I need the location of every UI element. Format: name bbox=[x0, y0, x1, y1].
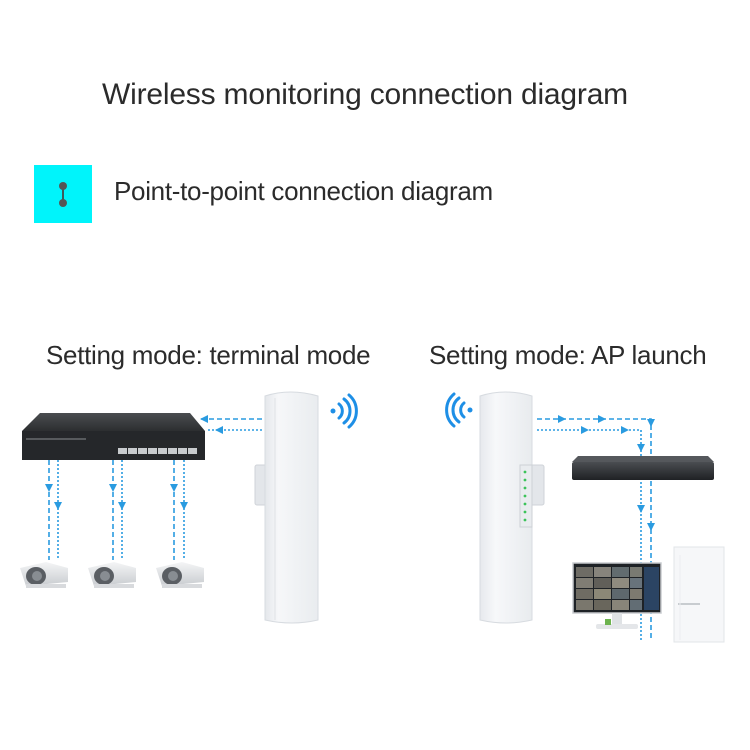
monitor bbox=[572, 562, 662, 629]
mode-label-terminal: Setting mode: terminal mode bbox=[46, 340, 371, 370]
cpe-bridge-ap bbox=[479, 391, 545, 624]
ip-camera bbox=[20, 562, 68, 588]
nvr-recorder bbox=[572, 456, 714, 480]
status-leds bbox=[523, 470, 527, 522]
page-title: Wireless monitoring connection diagram bbox=[102, 78, 628, 111]
legend-box bbox=[34, 165, 92, 223]
mode-label-ap: Setting mode: AP launch bbox=[429, 340, 707, 370]
cpe-bridge-terminal bbox=[254, 391, 319, 624]
point-to-point-icon bbox=[59, 182, 67, 207]
wifi-signal-right-icon bbox=[330, 393, 358, 429]
ip-camera bbox=[88, 562, 136, 588]
ip-camera bbox=[156, 562, 204, 588]
wifi-signal-left-icon bbox=[445, 392, 473, 428]
desktop-pc bbox=[673, 546, 725, 643]
legend-label: Point-to-point connection diagram bbox=[114, 176, 493, 206]
ethernet-switch bbox=[22, 413, 205, 460]
